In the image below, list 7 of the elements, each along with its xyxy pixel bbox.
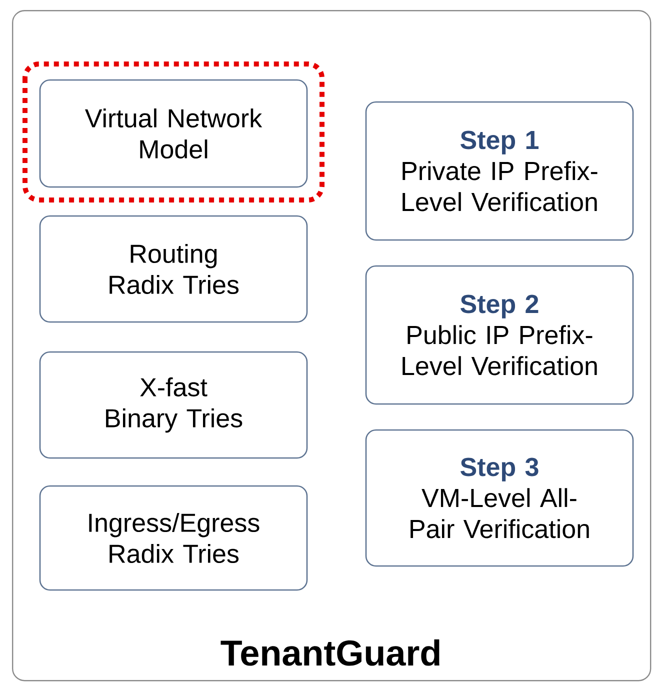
step-box: Step 2 Public IP Prefix-Level Verification: [365, 265, 634, 405]
component-box: Routing Radix Tries: [39, 215, 308, 323]
step-box: Step 1 Private IP Prefix-Level Verification: [365, 101, 634, 241]
component-box: X-fast Binary Tries: [39, 351, 308, 459]
step-box: Step 3 VM-Level All-Pair Verification: [365, 429, 634, 567]
component-box: Ingress/Egress Radix Tries: [39, 485, 308, 591]
component-box: Virtual Network Model: [39, 79, 308, 188]
